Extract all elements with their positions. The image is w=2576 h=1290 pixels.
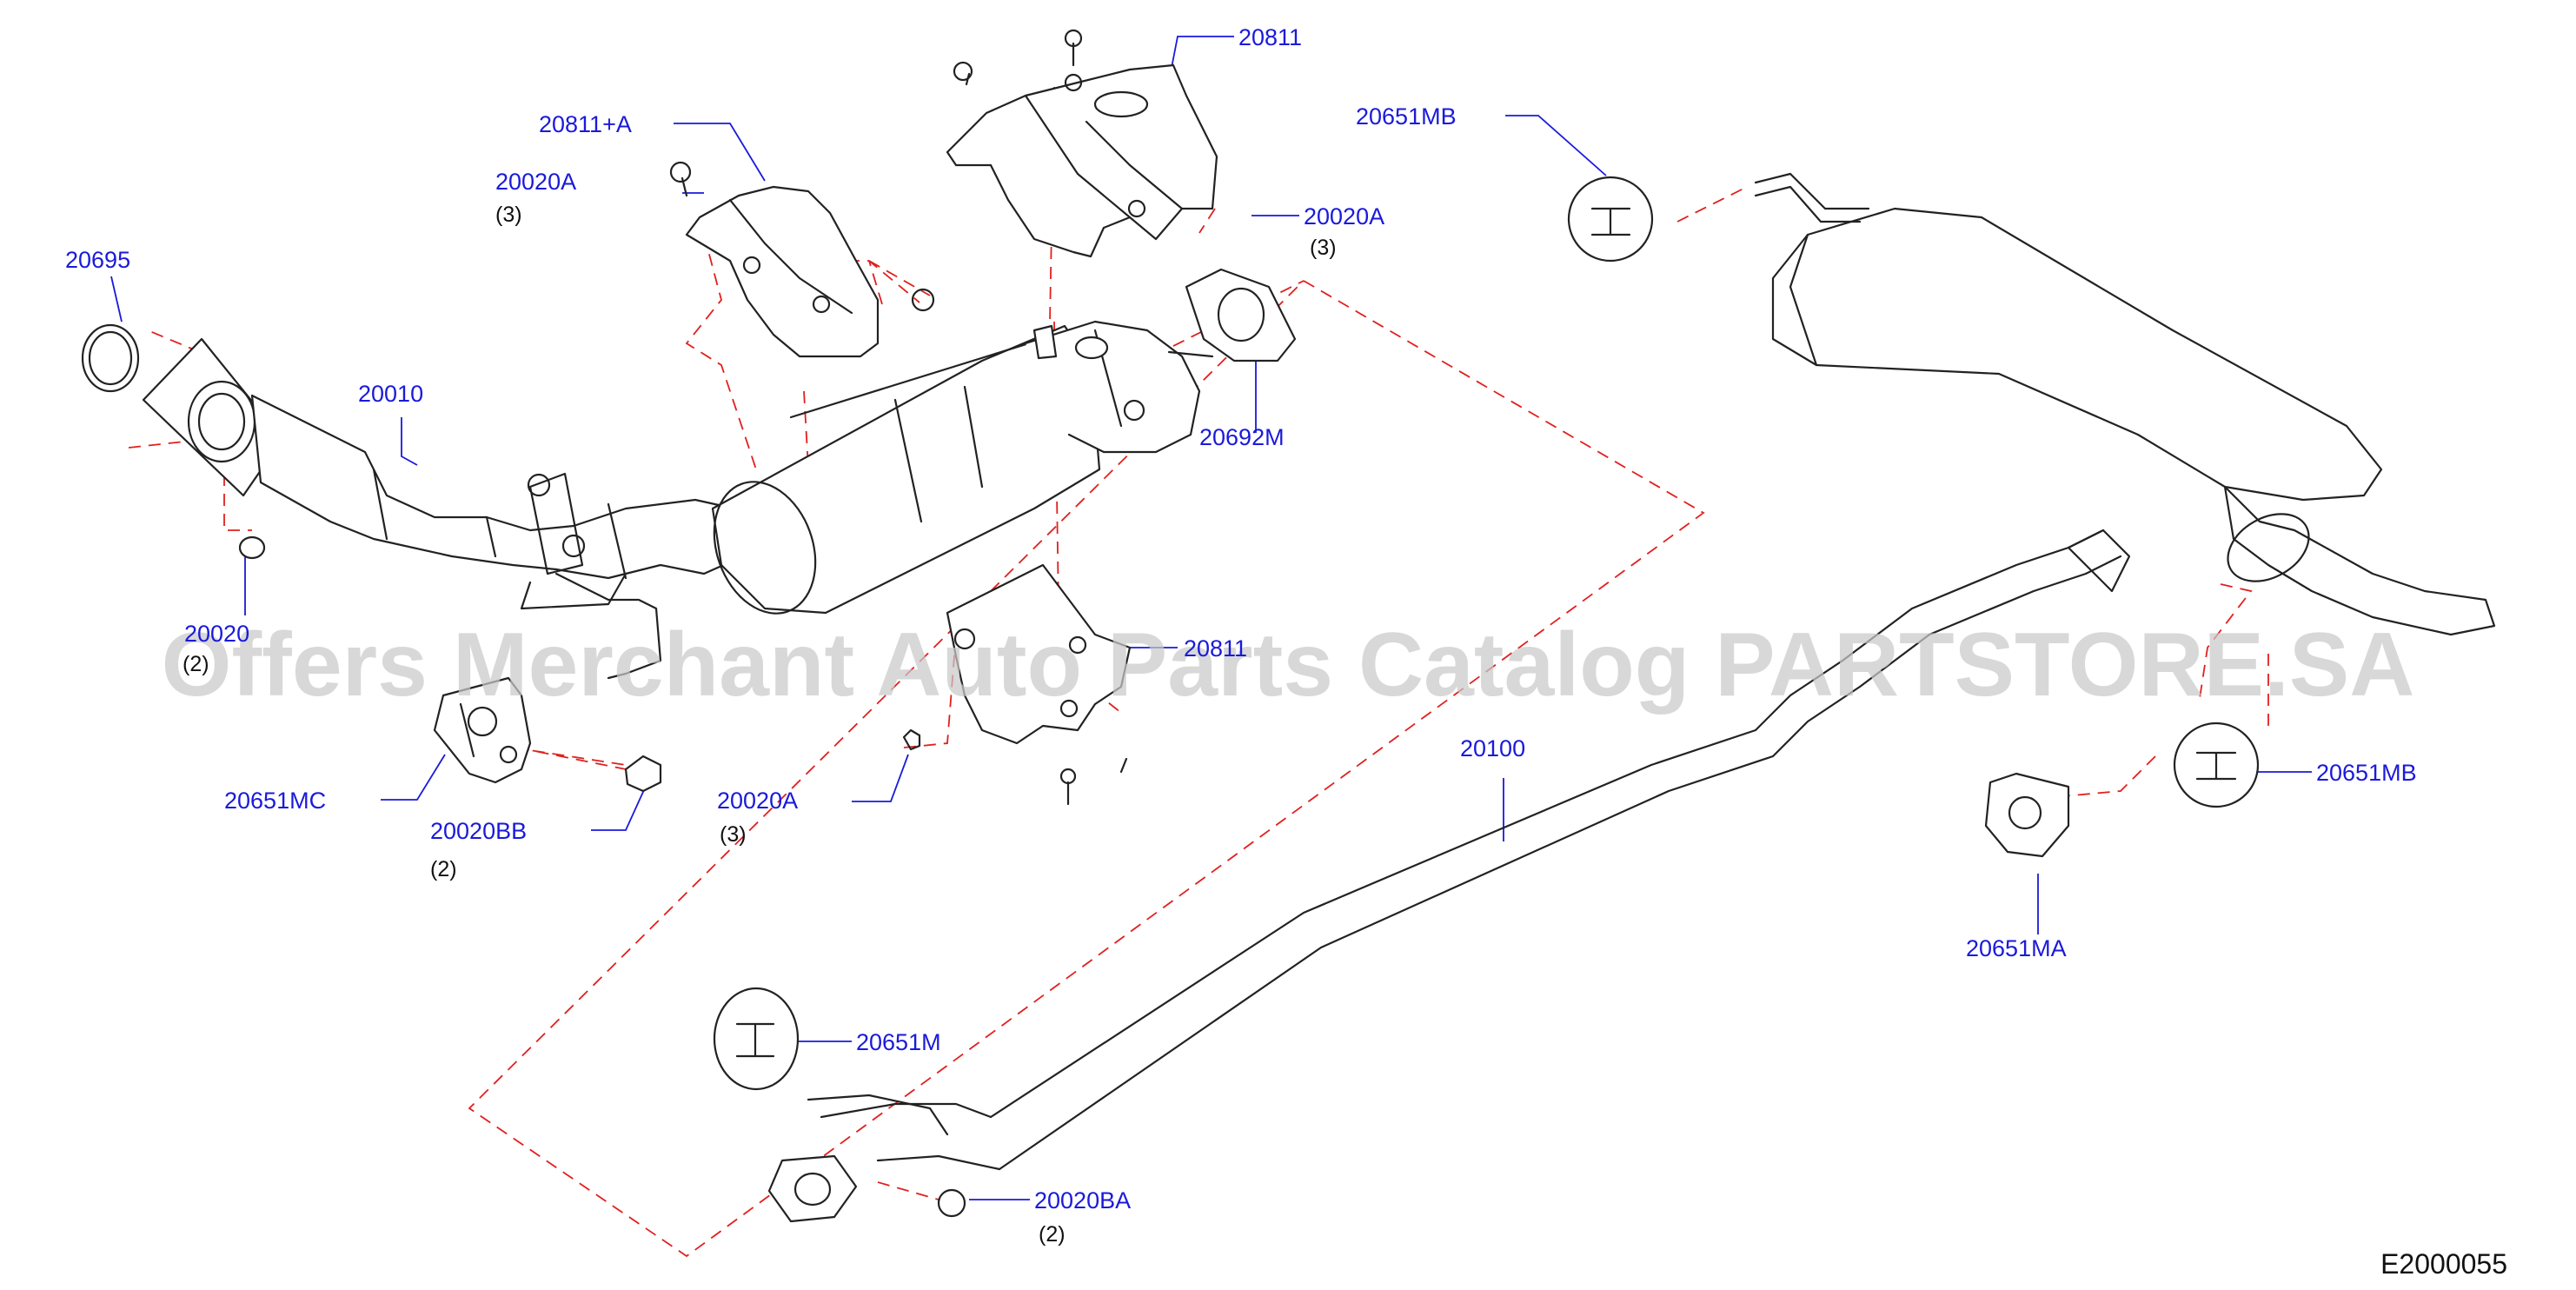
label-20811-lower[interactable]: 20811 (1184, 635, 1247, 662)
label-20651m[interactable]: 20651M (856, 1029, 941, 1055)
label-20692m[interactable]: 20692M (1199, 424, 1285, 450)
qty-20020a-right: (3) (1310, 236, 1337, 260)
part-labels: 20811 20811+A 20020A (3) 20020A (3) 2065… (65, 24, 2417, 1247)
label-20020a-right[interactable]: 20020A (1304, 203, 1384, 229)
label-20811a[interactable]: 20811+A (539, 111, 632, 137)
label-20651ma[interactable]: 20651MA (1966, 935, 2067, 961)
qty-20020a-top: (3) (495, 203, 522, 227)
label-20020-left[interactable]: 20020 (184, 621, 249, 647)
watermark: Offers Merchant Auto Parts Catalog PARTS… (162, 615, 2415, 715)
leader-lines (110, 36, 2312, 1200)
diagram-code: E2000055 (2380, 1248, 2507, 1280)
label-20100[interactable]: 20100 (1460, 735, 1525, 761)
label-20020a-bottom[interactable]: 20020A (717, 788, 798, 814)
label-20020ba[interactable]: 20020BA (1034, 1187, 1131, 1214)
label-20695[interactable]: 20695 (65, 247, 130, 273)
label-20010[interactable]: 20010 (358, 381, 423, 407)
label-20811[interactable]: 20811 (1238, 24, 1302, 50)
label-20651mc[interactable]: 20651MC (224, 788, 326, 814)
label-20020bb[interactable]: 20020BB (430, 818, 527, 844)
qty-20020a-bottom: (3) (720, 822, 747, 847)
qty-20020-left: (2) (183, 652, 209, 676)
part-outlines (81, 29, 2496, 1223)
qty-20020ba: (2) (1039, 1222, 1066, 1247)
label-20651mb-top[interactable]: 20651MB (1356, 103, 1457, 130)
label-20020a-top[interactable]: 20020A (495, 169, 576, 195)
label-20651mb-right[interactable]: 20651MB (2316, 760, 2417, 786)
qty-20020bb: (2) (430, 857, 457, 881)
